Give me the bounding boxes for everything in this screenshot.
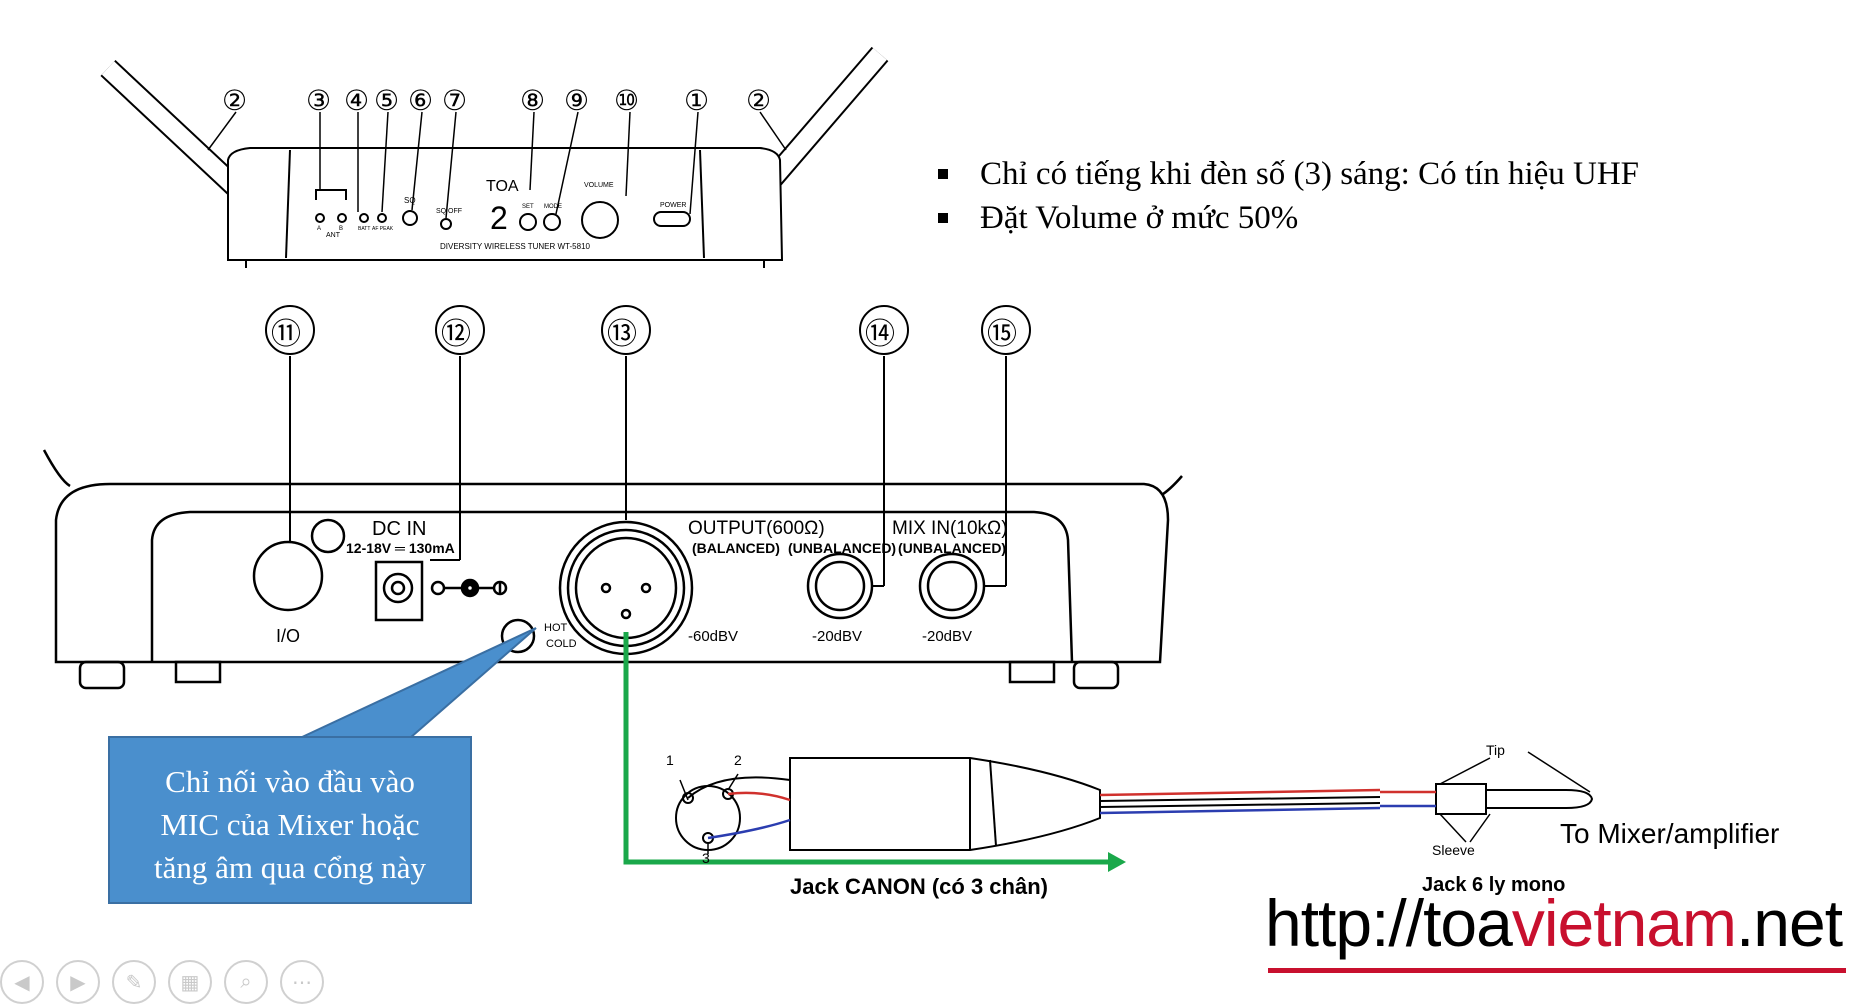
front-callout-10: ⑩ [614,85,640,116]
site-logo: http://toavietnam.net [1265,886,1843,960]
pen-icon[interactable]: ✎ [112,960,156,1004]
set-label: SET [522,204,534,210]
callout-line: MIC của Mixer hoặc [160,807,420,842]
mode-label: MODE [544,204,562,210]
sq-label: SQ [404,196,416,205]
sleeve-label: Sleeve [1432,842,1475,858]
unbalanced-out-label: (UNBALANCED) [788,540,897,556]
rear-panel [42,356,1183,690]
rear-callout-15: ⑮ [987,318,1017,351]
rear-callout-12: ⑫ [441,318,471,351]
ant-label: ANT [326,232,340,239]
prev-icon[interactable]: ◀ [0,960,44,1004]
batt-label: BATT [358,226,371,232]
front-callout-2-right: ② [746,85,772,116]
rear-callout-circles [265,305,1031,355]
jack-canon-label: Jack CANON (có 3 chân) [790,874,1048,899]
output-label: OUTPUT(600Ω) [688,518,825,539]
io-label: I/O [276,626,301,646]
front-callout-3: ③ [306,85,332,116]
note-item: Đặt Volume ở mức 50% [938,196,1639,240]
cold-label: COLD [546,638,577,650]
logo-suffix: .net [1735,886,1843,960]
front-callout-4: ④ [344,85,370,116]
display-digit: 2 [490,200,508,236]
more-icon[interactable]: ⋯ [280,960,324,1004]
dc-in-label: DC IN [372,518,427,540]
mic-input-callout: Chỉ nối vào đầu vào MIC của Mixer hoặc t… [108,736,472,904]
ant-b-label: B [339,226,344,232]
signal-arrow [623,632,1126,872]
jack-6ly-label: Jack 6 ly mono [1422,874,1566,896]
af-peak-label: AF PEAK [372,226,394,232]
rear-callout-14: ⑭ [865,318,895,351]
tip-label: Tip [1486,742,1505,758]
dc-spec-label: 12-18V ═ 130mA [346,540,455,556]
xlr-to-jack-cable [675,751,1594,854]
output-level-label: -60dBV [688,628,739,645]
slides-icon[interactable]: ▦ [168,960,212,1004]
mix-in-label: MIX IN(10kΩ) [892,518,1008,539]
slide-toolbar: ◀ ▶ ✎ ▦ ⌕ ⋯ [0,960,324,1004]
pin-1-label: 1 [666,752,674,768]
front-callout-1: ① [684,85,710,116]
front-callout-6: ⑥ [408,85,434,116]
unbalanced-mix-label: (UNBALANCED) [898,540,1007,556]
bullet-icon [938,213,948,223]
logo-underline [1268,968,1846,973]
logo-highlight: vietnam [1511,886,1737,960]
note-item: Chỉ có tiếng khi đèn số (3) sáng: Có tín… [938,152,1639,196]
rear-callout-11: ⑪ [271,318,301,351]
brand-label: TOA [486,178,519,195]
play-icon[interactable]: ▶ [56,960,100,1004]
unbal-out-level-label: -20dBV [812,628,863,645]
destination-label: To Mixer/amplifier [1560,818,1780,849]
front-callout-9: ⑨ [564,85,590,116]
note-text: Đặt Volume ở mức 50% [980,200,1299,236]
pin-2-label: 2 [734,752,742,768]
power-label: POWER [660,202,687,209]
bullet-icon [938,169,948,179]
front-callout-7: ⑦ [442,85,468,116]
mix-in-level-label: -20dBV [922,628,973,645]
volume-label: VOLUME [584,182,614,189]
front-callout-5: ⑤ [374,85,400,116]
sq-off-label: SQ OFF [436,208,463,215]
front-panel [100,46,889,268]
notes-list: Chỉ có tiếng khi đèn số (3) sáng: Có tín… [938,152,1639,240]
model-label: DIVERSITY WIRELESS TUNER WT-5810 [440,242,590,251]
front-callout-8: ⑧ [520,85,546,116]
callout-line: Chỉ nối vào đầu vào [165,764,415,799]
balanced-label: (BALANCED) [692,540,780,556]
zoom-icon[interactable]: ⌕ [224,960,268,1004]
callout-line: tăng âm qua cổng này [153,850,427,885]
note-text: Chỉ có tiếng khi đèn số (3) sáng: Có tín… [980,156,1640,192]
pin-3-label: 3 [702,850,710,866]
logo-prefix: http://toa [1265,886,1513,960]
front-callout-2-left: ② [222,85,248,116]
hot-label: HOT [544,622,568,634]
rear-callout-13: ⑬ [607,318,637,351]
ant-a-label: A [317,226,322,232]
